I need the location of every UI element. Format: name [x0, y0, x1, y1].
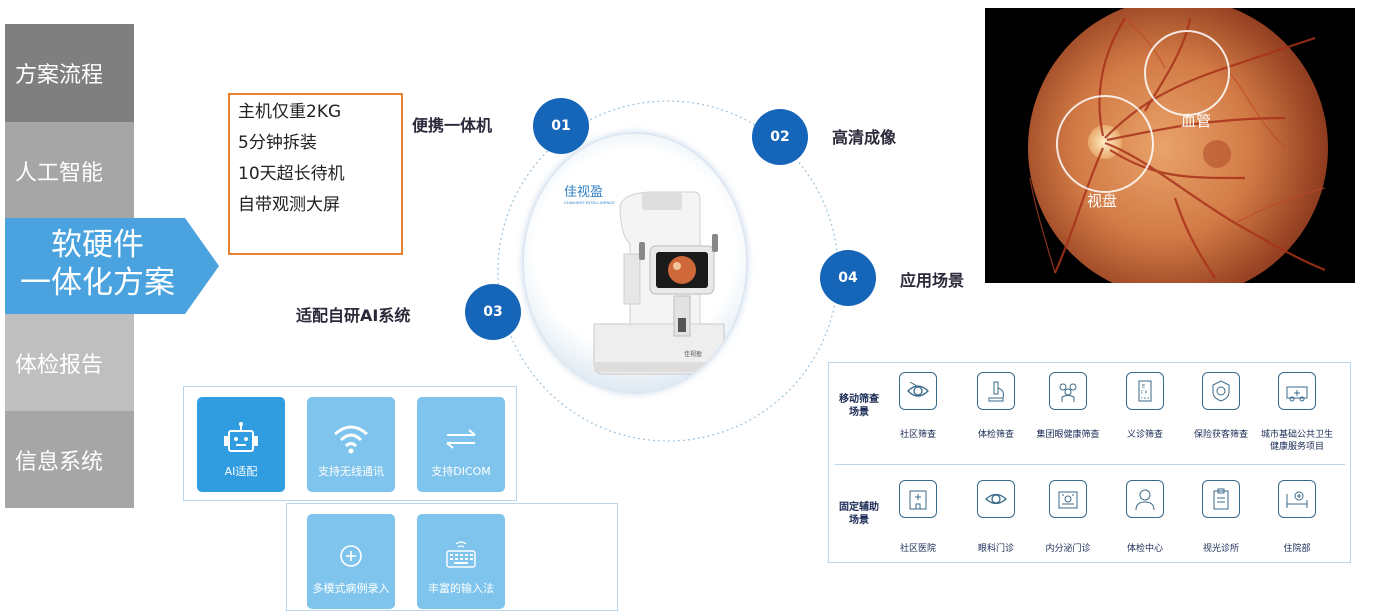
group-icon — [1049, 372, 1087, 410]
step-04-badge: 04 — [820, 250, 876, 306]
step-01-badge: 01 — [533, 98, 589, 154]
scene-label: 眼科门诊 — [977, 544, 1014, 554]
svg-text:T O Z: T O Z — [1140, 396, 1149, 400]
brand-text: 佳视盈 — [564, 184, 603, 199]
tile-ai-adapt[interactable]: AI适配 — [197, 397, 285, 492]
step-03-label: 适配自研AI系统 — [296, 306, 411, 325]
nav-item-solution-active[interactable]: 软硬件 一体化方案 — [5, 218, 219, 314]
eye-screening-icon — [899, 372, 937, 410]
nav-item-ai[interactable]: 人工智能 — [5, 122, 134, 219]
scene-label: 社区医院 — [899, 544, 936, 554]
ambulance-icon — [1278, 372, 1316, 410]
feature-item: 主机仅重2KG — [238, 102, 342, 122]
step-01-label: 便携一体机 — [412, 116, 493, 135]
nav-item-label: 人工智能 — [15, 160, 104, 186]
scene-label: 社区筛查 — [899, 430, 936, 440]
transfer-arrows-icon — [446, 429, 476, 449]
scene-label: 义诊筛查 — [1126, 430, 1163, 440]
insurance-icon — [1202, 372, 1240, 410]
step-04-label: 应用场景 — [900, 271, 965, 290]
tile-dicom[interactable]: 支持DICOM — [417, 397, 505, 492]
step-03-badge: 03 — [465, 284, 521, 340]
device-image: 佳视盈 CHIAVIRST INTELLIGENCE 佳视盈 — [524, 134, 746, 392]
active-label-line1: 软硬件 — [51, 227, 144, 263]
fundus-disc-label: 视盘 — [1087, 192, 1117, 210]
active-label-line2: 一体化方案 — [20, 265, 175, 301]
scene-label: 视光诊所 — [1202, 544, 1239, 554]
base-badge: 佳视盈 — [684, 350, 702, 358]
tile-wireless[interactable]: 支持无线通讯 — [307, 397, 395, 492]
tile-label: 支持DICOM — [431, 465, 491, 478]
fundus-image: 血管 视盘 — [985, 8, 1355, 283]
clipboard-icon — [1202, 480, 1240, 518]
scene-label: 城市基础公共卫生 健康服务项目 — [1260, 430, 1333, 452]
row1-title: 移动筛查 场景 — [839, 394, 879, 418]
plus-circle-icon — [340, 545, 362, 567]
doctor-icon — [1126, 480, 1164, 518]
tile-label: 支持无线通讯 — [318, 465, 384, 478]
building-icon — [1049, 480, 1087, 518]
hospital-bed-icon — [1278, 480, 1316, 518]
row2-title: 固定辅助 场景 — [839, 502, 879, 526]
eye-icon — [977, 480, 1015, 518]
feature-item: 自带观测大屏 — [238, 195, 340, 215]
wifi-icon — [334, 425, 368, 454]
scene-label: 体检中心 — [1126, 544, 1163, 554]
active-arrow-shape — [5, 218, 219, 314]
nav-item-label: 方案流程 — [15, 63, 104, 88]
robot-icon — [224, 422, 258, 452]
microscope-icon — [977, 372, 1015, 410]
capability-panel-1: AI适配 支持无线通讯 支持DICOM — [183, 386, 517, 501]
tile-label: AI适配 — [224, 465, 258, 478]
brand-subtext: CHIAVIRST INTELLIGENCE — [564, 200, 615, 205]
nav-item-info-system[interactable]: 信息系统 — [5, 411, 134, 508]
feature-item: 5分钟拆装 — [238, 133, 317, 153]
nav-item-label: 体检报告 — [15, 352, 104, 378]
scene-label: 内分泌门诊 — [1045, 544, 1091, 554]
scene-label: 保险获客筛查 — [1193, 430, 1248, 440]
nav-item-label: 信息系统 — [15, 449, 104, 475]
svg-text:E: E — [1142, 384, 1145, 390]
fundus-vessel-label: 血管 — [1181, 112, 1211, 130]
svg-text:F P: F P — [1141, 390, 1148, 395]
feature-item: 10天超长待机 — [238, 164, 345, 184]
nav-item-report[interactable]: 体检报告 — [5, 314, 134, 411]
scene-label: 集团眼健康筛查 — [1036, 430, 1100, 440]
tile-label: 丰富的输入法 — [428, 582, 494, 595]
keyboard-icon — [446, 541, 476, 568]
tile-input-method[interactable]: 丰富的输入法 — [417, 514, 505, 609]
scene-label: 体检筛查 — [977, 430, 1014, 440]
tile-multimode-record[interactable]: 多模式病例录入 — [307, 514, 395, 609]
scene-divider — [835, 464, 1345, 465]
nav-item-process[interactable]: 方案流程 — [5, 24, 134, 122]
features-box: 主机仅重2KG 5分钟拆装 10天超长待机 自带观测大屏 — [228, 93, 403, 255]
hospital-icon — [899, 480, 937, 518]
step-02-label: 高清成像 — [832, 128, 897, 147]
step-02-badge: 02 — [752, 109, 808, 165]
scene-label: 住院部 — [1283, 544, 1311, 554]
capability-panel-2: 多模式病例录入 丰富的输入法 — [286, 503, 618, 611]
tile-label: 多模式病例录入 — [312, 582, 390, 595]
